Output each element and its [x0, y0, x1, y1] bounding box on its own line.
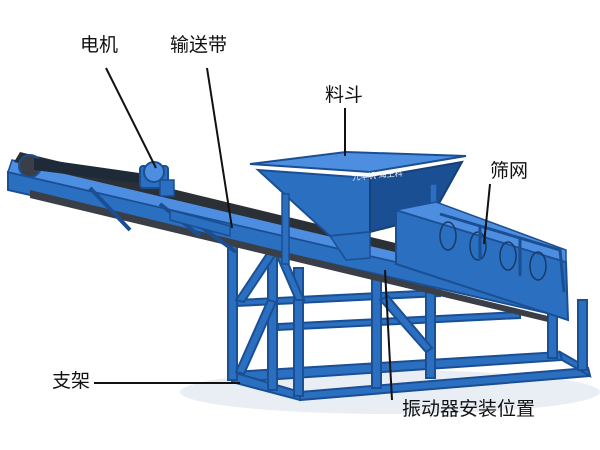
screen-drum — [395, 201, 570, 322]
label-vibrator-position: 振动器安装位置 — [402, 398, 536, 420]
label-screen: 筛网 — [490, 160, 529, 182]
label-conveyor-belt: 输送带 — [170, 34, 228, 56]
label-hopper: 料斗 — [325, 84, 364, 106]
label-motor: 电机 — [80, 34, 119, 56]
label-support-frame: 支架 — [52, 370, 91, 392]
